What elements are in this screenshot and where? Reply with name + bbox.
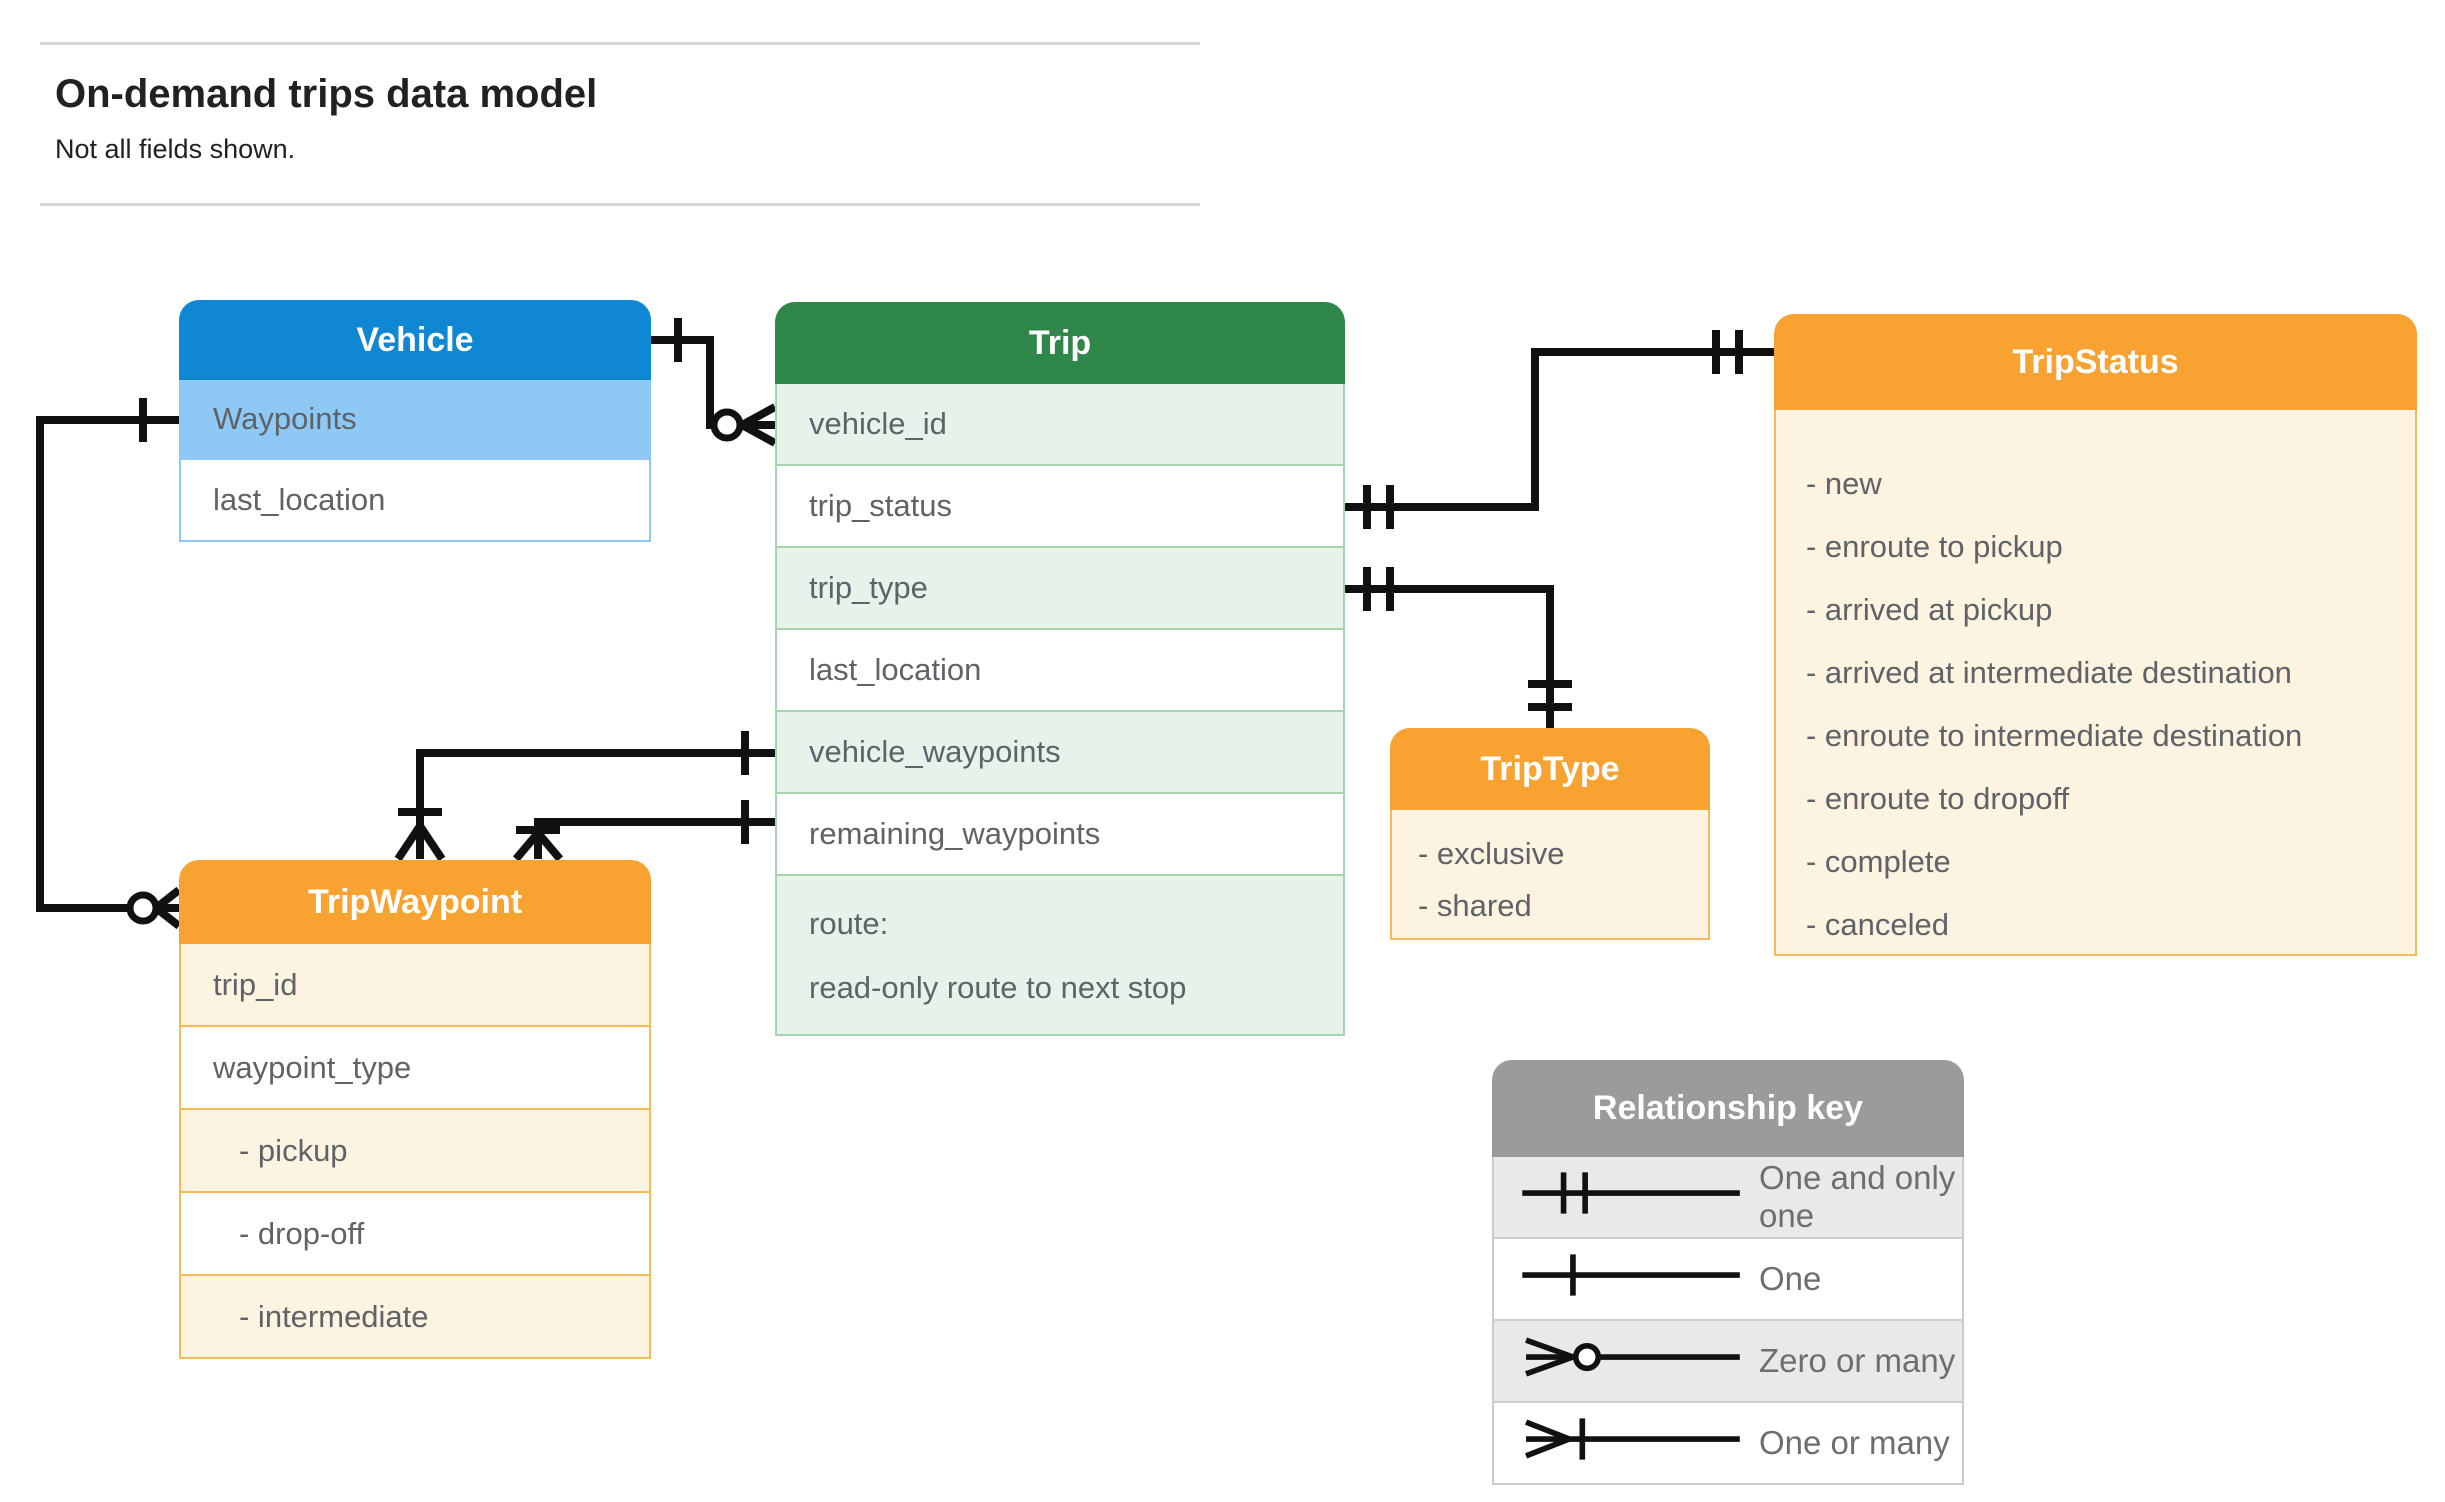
value-waypoint-dropoff: - drop-off bbox=[179, 1193, 651, 1276]
rel-vehicle-waypoints-field-tripwaypoint bbox=[394, 731, 775, 862]
relationship-key-header: Relationship key bbox=[1492, 1060, 1964, 1157]
entity-vehicle: Vehicle Waypoints last_location bbox=[179, 300, 651, 542]
page-title: On-demand trips data model bbox=[55, 72, 598, 116]
entity-tripstatus: TripStatus - new - enroute to pickup - a… bbox=[1774, 314, 2417, 956]
zero-or-many-icon bbox=[1494, 1327, 1759, 1395]
tripstatus-values: - new - enroute to pickup - arrived at p… bbox=[1774, 410, 2417, 956]
one-or-many-icon bbox=[1494, 1409, 1759, 1477]
page-subtitle: Not all fields shown. bbox=[55, 134, 296, 164]
field-trip-last-location: last_location bbox=[775, 630, 1345, 712]
entity-vehicle-header: Vehicle bbox=[179, 300, 651, 380]
rel-vehicle-trip bbox=[651, 318, 777, 447]
entity-tripwaypoint-header: TripWaypoint bbox=[179, 860, 651, 944]
rel-remaining-waypoints-tripwaypoint bbox=[512, 800, 775, 862]
field-tripwaypoint-trip-id: trip_id bbox=[179, 944, 651, 1027]
relationship-key: Relationship key One and only one bbox=[1492, 1060, 1964, 1485]
status-value: - enroute to dropoff bbox=[1806, 781, 2070, 816]
top-divider bbox=[40, 42, 1200, 45]
legend-label: Zero or many bbox=[1759, 1342, 1956, 1379]
value-waypoint-pickup: - pickup bbox=[179, 1110, 651, 1193]
status-value: - new bbox=[1806, 466, 1882, 501]
entity-trip-header: Trip bbox=[775, 302, 1345, 384]
entity-tripwaypoint: TripWaypoint trip_id waypoint_type - pic… bbox=[179, 860, 651, 1359]
legend-row-one-or-many: One or many bbox=[1492, 1403, 1964, 1485]
triptype-values: - exclusive - shared bbox=[1390, 810, 1710, 940]
field-trip-status: trip_status bbox=[775, 466, 1345, 548]
status-value: - canceled bbox=[1806, 907, 1950, 942]
type-value: - shared bbox=[1418, 888, 1532, 923]
one-and-only-one-icon bbox=[1494, 1163, 1759, 1231]
entity-triptype: TripType - exclusive - shared bbox=[1390, 728, 1710, 940]
status-value: - enroute to pickup bbox=[1806, 529, 2063, 564]
field-tripwaypoint-waypoint-type: waypoint_type bbox=[179, 1027, 651, 1110]
value-waypoint-intermediate: - intermediate bbox=[179, 1276, 651, 1359]
field-trip-vehicle-id: vehicle_id bbox=[775, 384, 1345, 466]
route-label: route: bbox=[809, 906, 889, 941]
legend-label: One and only one bbox=[1759, 1159, 1956, 1234]
field-vehicle-last-location: last_location bbox=[179, 460, 651, 542]
type-value: - exclusive bbox=[1418, 836, 1565, 871]
entity-trip: Trip vehicle_id trip_status trip_type la… bbox=[775, 302, 1345, 1036]
legend-row-one-and-only-one: One and only one bbox=[1492, 1157, 1964, 1239]
status-value: - arrived at pickup bbox=[1806, 592, 2053, 627]
legend-label: One or many bbox=[1759, 1424, 1950, 1461]
entity-tripstatus-header: TripStatus bbox=[1774, 314, 2417, 410]
field-trip-type: trip_type bbox=[775, 548, 1345, 630]
rel-trip-type-triptype bbox=[1345, 567, 1572, 728]
route-description: read-only route to next stop bbox=[809, 970, 1187, 1005]
one-icon bbox=[1494, 1245, 1759, 1313]
legend-row-zero-or-many: Zero or many bbox=[1492, 1321, 1964, 1403]
status-value: - complete bbox=[1806, 844, 1951, 879]
field-trip-vehicle-waypoints: vehicle_waypoints bbox=[775, 712, 1345, 794]
entity-triptype-header: TripType bbox=[1390, 728, 1710, 810]
field-trip-remaining-waypoints: remaining_waypoints bbox=[775, 794, 1345, 876]
legend-label: One bbox=[1759, 1260, 1822, 1297]
rel-vehicle-waypoints-tripwaypoint bbox=[36, 398, 182, 930]
field-trip-route: route: read-only route to next stop bbox=[775, 876, 1345, 1036]
legend-row-one: One bbox=[1492, 1239, 1964, 1321]
field-vehicle-waypoints: Waypoints bbox=[179, 380, 651, 460]
status-value: - arrived at intermediate destination bbox=[1806, 655, 2292, 690]
status-value: - enroute to intermediate destination bbox=[1806, 718, 2303, 753]
rel-trip-status-tripstatus bbox=[1345, 330, 1774, 529]
title-divider bbox=[40, 203, 1200, 206]
